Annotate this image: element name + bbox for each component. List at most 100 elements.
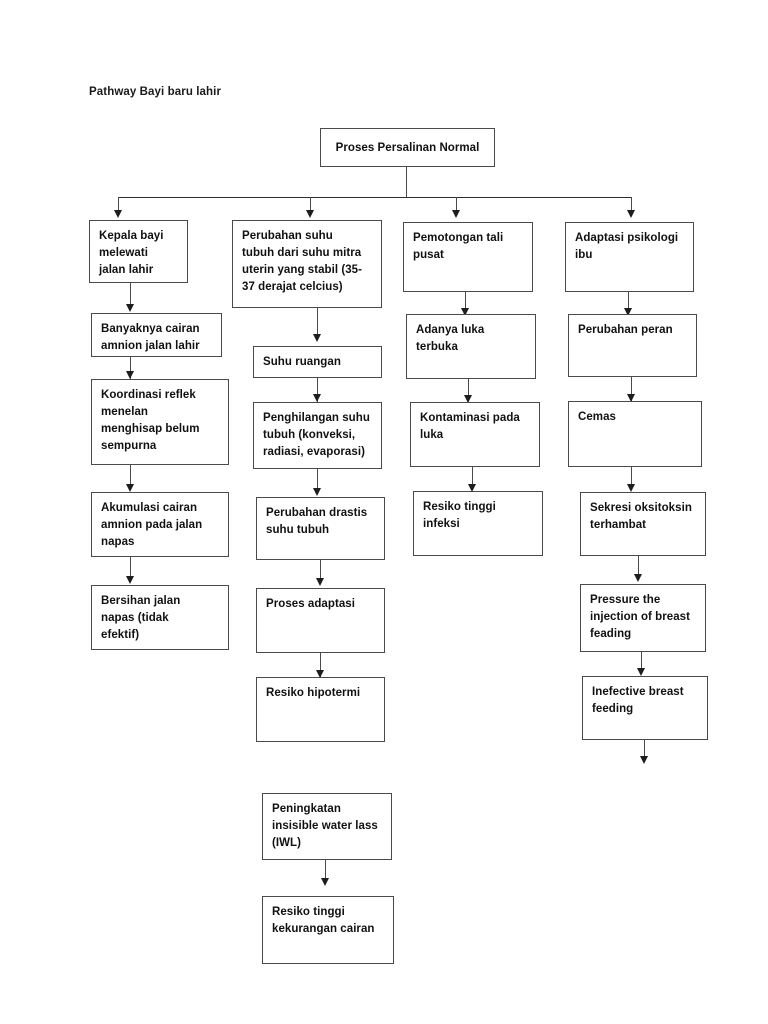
- node-line: jalan lahir: [99, 264, 154, 277]
- node-line: Penghilangan suhu: [263, 412, 370, 424]
- node-line: Perubahan suhu: [242, 230, 333, 242]
- connector-c1-n3-n4: [130, 465, 132, 490]
- node-line: Proses Persalinan Normal: [335, 142, 480, 154]
- connector-c1-n4-n5: [130, 557, 132, 582]
- node-line: feeding: [592, 703, 634, 716]
- flow-node-resiko-hipotermi: Resiko hipotermi: [256, 677, 385, 742]
- flow-node-proses-adaptasi: Proses adaptasi: [256, 588, 385, 653]
- arrowhead-c4-n4: [627, 484, 635, 492]
- node-line: Koordinasi reflek: [101, 389, 196, 401]
- node-line: feading: [590, 628, 632, 641]
- connector-c4-n5-n6: [641, 652, 643, 674]
- node-line: 37 derajat celcius): [242, 281, 343, 294]
- flow-node-pemotongan-tali-pusat: Pemotongan tali pusat: [403, 222, 533, 292]
- connector-c3-n1-n2: [465, 292, 467, 314]
- arrowhead-c4-n6: [637, 668, 645, 676]
- arrowhead-c2-n4: [313, 488, 321, 496]
- node-line: Perubahan peran: [578, 324, 673, 336]
- flow-node-bersihan-jalan-napas-tidak-efektif: Bersihan jalan napas (tidak efektif): [91, 585, 229, 650]
- node-line: Akumulasi cairan: [101, 502, 198, 514]
- arrowhead-c2-n2: [313, 334, 321, 342]
- node-line: napas (tidak: [101, 612, 169, 625]
- node-line: Resiko tinggi: [423, 501, 496, 513]
- node-line: Banyaknya cairan: [101, 323, 200, 335]
- node-line: infeksi: [423, 518, 460, 531]
- flow-node-inefective-breast-feeding: Inefective breast feeding: [582, 676, 708, 740]
- flow-node-perubahan-peran: Perubahan peran: [568, 314, 697, 377]
- node-line: pusat: [413, 249, 444, 262]
- node-line: luka: [420, 429, 444, 442]
- connector-c4-n2-n3: [631, 377, 633, 401]
- arrowhead-branch-3: [452, 210, 460, 218]
- flow-node-resiko-tinggi-kekurangan-cairan: Resiko tinggi kekurangan cairan: [262, 896, 394, 964]
- arrowhead-branch-4: [627, 210, 635, 218]
- node-line: terhambat: [590, 519, 647, 532]
- node-line: Proses adaptasi: [266, 598, 355, 610]
- arrowhead-branch-2: [306, 210, 314, 218]
- node-line: menghisap belum: [101, 423, 200, 436]
- connector-fanout-bus: [118, 197, 631, 199]
- arrowhead-c4-outgoing: [640, 756, 648, 764]
- node-line: uterin yang stabil (35-: [242, 264, 363, 277]
- node-line: Inefective breast: [592, 686, 684, 698]
- flow-node-perubahan-drastis-suhu-tubuh: Perubahan drastis suhu tubuh: [256, 497, 385, 560]
- connector-c4-n6-outgoing: [644, 740, 646, 760]
- connector-root-stem: [406, 167, 408, 198]
- flow-node-penghilangan-suhu-tubuh: Penghilangan suhu tubuh (konveksi, radia…: [253, 402, 382, 469]
- connector-drop-branch-1: [118, 197, 120, 211]
- node-line: tubuh dari suhu mitra: [242, 247, 362, 260]
- flow-node-kepala-bayi-melewati-jalan-lahir: Kepala bayi melewati jalan lahir: [89, 220, 188, 283]
- flow-node-sekresi-oksitoksin-terhambat: Sekresi oksitoksin terhambat: [580, 492, 706, 556]
- node-line: melewati: [99, 247, 148, 260]
- connector-c2-n4-n5: [320, 560, 322, 584]
- flow-node-pressure-the-injection-of-breast-feading: Pressure the injection of breast feading: [580, 584, 706, 652]
- arrowhead-c5-n2: [321, 878, 329, 886]
- flow-node-suhu-ruangan: Suhu ruangan: [253, 346, 382, 378]
- arrowhead-c4-n2: [624, 308, 632, 316]
- node-line: kekurangan cairan: [272, 923, 375, 936]
- node-line: Resiko tinggi: [272, 906, 345, 918]
- connector-c5-n1-n2: [325, 860, 327, 884]
- node-line: injection of breast: [590, 611, 690, 624]
- connector-c2-n5-n6: [320, 653, 322, 677]
- flow-node-akumulasi-cairan-amnion-pada-jalan-napas: Akumulasi cairan amnion pada jalan napas: [91, 492, 229, 557]
- node-line: Kontaminasi pada: [420, 412, 520, 424]
- node-line: Resiko hipotermi: [266, 687, 361, 699]
- node-line: amnion pada jalan: [101, 519, 203, 532]
- node-line: Pemotongan tali: [413, 232, 504, 244]
- arrowhead-c1-n4: [126, 484, 134, 492]
- connector-c2-n1-n2: [317, 308, 319, 336]
- arrowhead-c1-n2: [126, 304, 134, 312]
- node-line: Perubahan drastis: [266, 507, 368, 519]
- flow-node-banyaknya-cairan-amnion-jalan-lahir: Banyaknya cairan amnion jalan lahir: [91, 313, 222, 357]
- flow-node-koordinasi-reflek-menelan-menghisap: Koordinasi reflek menelan menghisap belu…: [91, 379, 229, 465]
- arrowhead-c3-n2: [461, 308, 469, 316]
- connector-c1-n1-n2: [130, 283, 132, 305]
- arrowhead-c2-n3: [313, 394, 321, 402]
- arrowhead-c2-n6: [316, 670, 324, 678]
- flow-node-adaptasi-psikologi-ibu: Adaptasi psikologi ibu: [565, 222, 694, 292]
- node-line: tubuh (konveksi,: [263, 429, 356, 442]
- page-title: Pathway Bayi baru lahir: [89, 86, 222, 98]
- flow-node-peningkatan-insisible-water-lass: Peningkatan insisible water lass (IWL): [262, 793, 392, 860]
- connector-c3-n2-n3: [468, 379, 470, 402]
- arrowhead-c3-n3: [464, 395, 472, 403]
- node-line: Cemas: [578, 411, 616, 423]
- arrowhead-c3-n4: [468, 484, 476, 492]
- connector-c4-n1-n2: [628, 292, 630, 314]
- flow-node-adanya-luka-terbuka: Adanya luka terbuka: [406, 314, 536, 379]
- node-line: Peningkatan: [272, 803, 341, 815]
- node-line: Pressure the: [590, 594, 661, 606]
- arrowhead-c2-n5: [316, 578, 324, 586]
- node-line: Kepala bayi: [99, 230, 164, 242]
- node-line: radiasi, evaporasi): [263, 446, 365, 459]
- arrowhead-c4-n5: [634, 574, 642, 582]
- node-line: Adaptasi psikologi: [575, 232, 679, 244]
- node-line: Sekresi oksitoksin: [590, 502, 692, 514]
- node-line: terbuka: [416, 341, 458, 354]
- connector-c1-n2-n3: [130, 357, 132, 379]
- connector-c2-n3-n4: [317, 469, 319, 493]
- flow-node-proses-persalinan-normal: Proses Persalinan Normal: [320, 128, 495, 167]
- flow-node-cemas: Cemas: [568, 401, 702, 467]
